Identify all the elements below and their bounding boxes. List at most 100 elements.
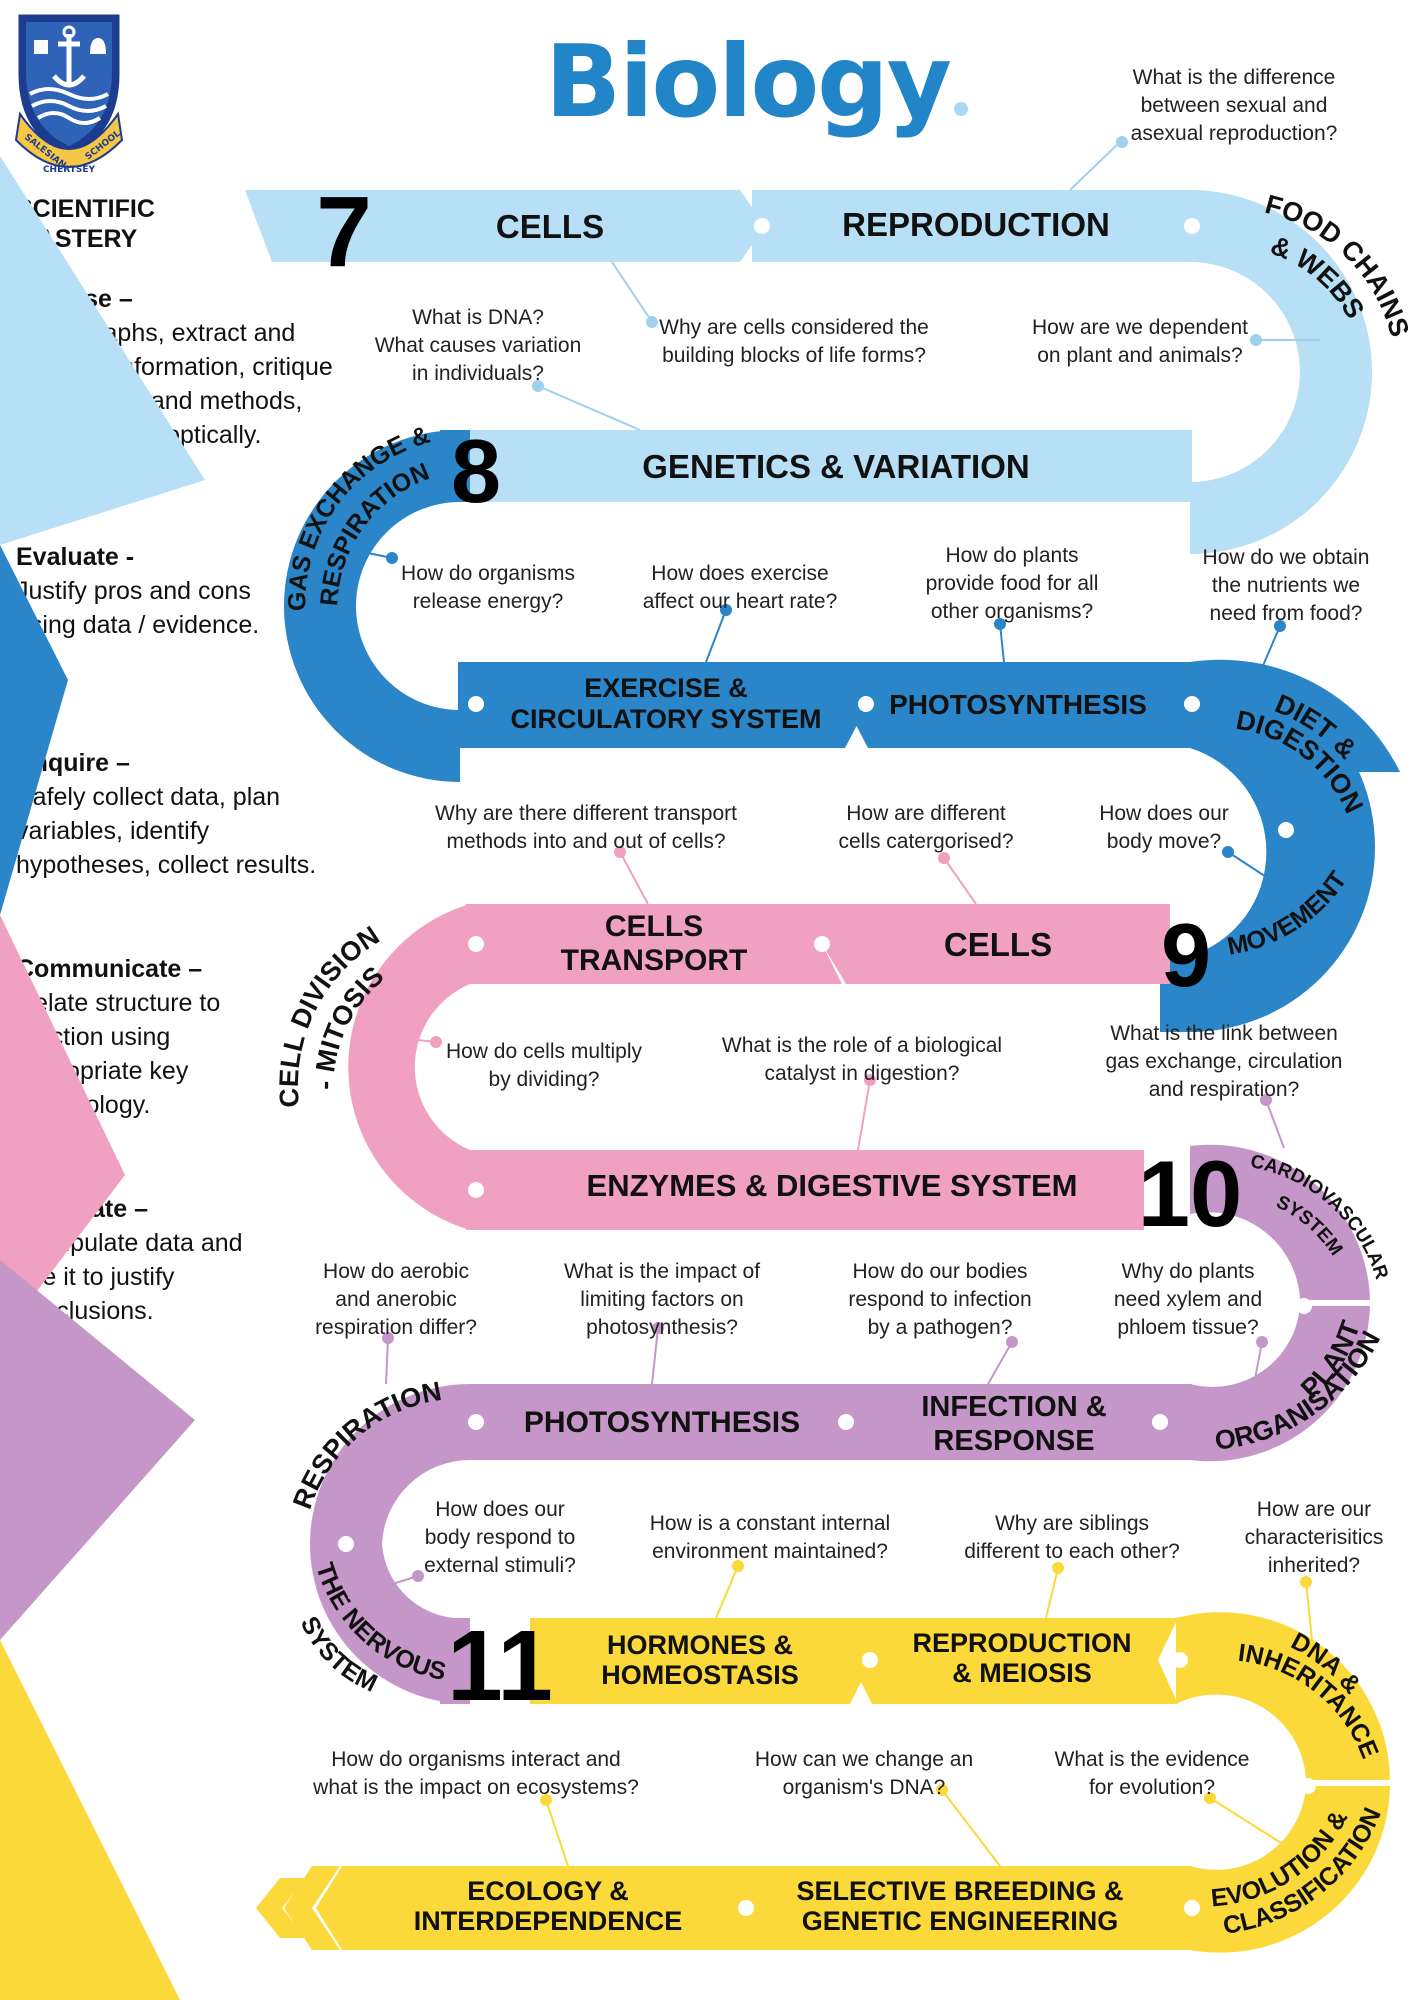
road-joints bbox=[338, 218, 1316, 1916]
leader bbox=[537, 385, 641, 431]
joint bbox=[338, 1536, 354, 1552]
q-line: respond to infection bbox=[848, 1288, 1031, 1311]
leader-dot bbox=[532, 380, 544, 392]
q-line: How do our bodies bbox=[852, 1260, 1027, 1283]
q-line: in individuals? bbox=[412, 362, 544, 385]
leader bbox=[1209, 1797, 1287, 1847]
leader-dot bbox=[864, 1074, 876, 1086]
joint bbox=[862, 1652, 878, 1668]
skill-title: Evaluate - bbox=[16, 543, 135, 571]
q-line: and respiration? bbox=[1149, 1078, 1300, 1101]
q-line: environment maintained? bbox=[652, 1540, 888, 1563]
q-line: What is DNA? bbox=[412, 306, 544, 329]
road-cell-division bbox=[348, 904, 470, 1230]
topic-hormones-2: HOMEOSTASIS bbox=[601, 1660, 799, 1690]
road-ecology bbox=[316, 1866, 768, 1950]
road-gas-exchange bbox=[284, 430, 460, 782]
q-line: affect our heart rate? bbox=[643, 590, 838, 613]
crest-anchor-ring bbox=[62, 25, 76, 39]
question-dots bbox=[382, 136, 1312, 1806]
topic-cells-transport: CELLS bbox=[605, 910, 703, 943]
joint bbox=[1278, 822, 1294, 838]
page-title: Biology bbox=[545, 22, 968, 142]
q-line: What causes variation bbox=[375, 334, 582, 357]
joint bbox=[468, 1414, 484, 1430]
road-cardio bbox=[1190, 1144, 1370, 1300]
leader-dot bbox=[1222, 846, 1234, 858]
q-line: How do aerobic bbox=[323, 1260, 469, 1283]
skill-body: Justify pros and cons using data / evide… bbox=[16, 577, 260, 639]
crest-tower bbox=[34, 40, 48, 54]
label-line: CIRCULATORY SYSTEM bbox=[510, 704, 821, 734]
leader-dot bbox=[382, 1332, 394, 1344]
skill-enquire: Enquire – Safely collect data, plan vari… bbox=[16, 746, 346, 952]
leader bbox=[715, 1565, 739, 1619]
decor-triangle-blue-dark bbox=[0, 545, 68, 915]
year-9: 9 bbox=[1161, 906, 1211, 1006]
q-line: Why do plants bbox=[1121, 1260, 1254, 1283]
leader bbox=[347, 1575, 419, 1599]
road-nervous-join bbox=[440, 1618, 470, 1704]
q-line: phloem tissue? bbox=[1117, 1316, 1258, 1339]
road-plant-org bbox=[1190, 1306, 1370, 1462]
leader bbox=[1045, 1567, 1059, 1619]
q-line: and anerobic bbox=[335, 1288, 456, 1311]
leader bbox=[941, 1789, 1001, 1867]
leader-dot bbox=[652, 1322, 664, 1334]
crest-bell bbox=[90, 38, 106, 54]
label-line: EXERCISE & bbox=[584, 673, 748, 703]
road-nervous bbox=[310, 1544, 470, 1704]
leader-dot bbox=[1274, 620, 1286, 632]
q-line: different to each other? bbox=[964, 1540, 1180, 1563]
q-line: How can we change an bbox=[755, 1748, 973, 1771]
joint bbox=[468, 1182, 484, 1198]
leader-dot bbox=[1006, 1336, 1018, 1348]
joint bbox=[858, 696, 874, 712]
question-exercise: How does exercise affect our heart rate? bbox=[643, 562, 838, 613]
leader bbox=[1265, 1099, 1285, 1149]
q-line: body move? bbox=[1107, 830, 1221, 853]
q-line: external stimuli? bbox=[424, 1554, 576, 1577]
topic-infection-2: RESPONSE bbox=[933, 1425, 1094, 1457]
q-line: How are different bbox=[846, 802, 1006, 825]
joint bbox=[1184, 1900, 1200, 1916]
joint bbox=[838, 1414, 854, 1430]
q-line: need xylem and bbox=[1114, 1288, 1262, 1311]
crest-ribbon bbox=[14, 111, 124, 168]
q-line: body respond to bbox=[425, 1526, 576, 1549]
leader bbox=[1069, 141, 1121, 191]
topic-repro-meiosis-2: & MEIOSIS bbox=[952, 1658, 1092, 1688]
topic-photosynthesis-10: PHOTOSYNTHESIS bbox=[524, 1406, 800, 1439]
q-line: respiration differ? bbox=[315, 1316, 477, 1339]
topic-cells-9: CELLS bbox=[944, 926, 1052, 963]
q-line: Why are cells considered the bbox=[659, 316, 929, 339]
q-line: How does exercise bbox=[651, 562, 828, 585]
skill-evaluate: Evaluate - Justify pros and cons using d… bbox=[16, 540, 346, 746]
leader bbox=[545, 1799, 569, 1867]
q-line: How do plants bbox=[945, 544, 1078, 567]
q-line: on plant and animals? bbox=[1037, 344, 1242, 367]
topic-repro-meiosis: REPRODUCTION bbox=[912, 1628, 1131, 1658]
road-cells9 bbox=[822, 904, 1170, 984]
question-dna: What is DNA? What causes variation in indi… bbox=[375, 306, 582, 385]
title-dot bbox=[953, 102, 968, 116]
leader-dot bbox=[994, 618, 1006, 630]
leader-dot bbox=[412, 1570, 424, 1582]
leader bbox=[857, 1079, 871, 1151]
road-hormones bbox=[530, 1618, 872, 1704]
leader bbox=[651, 1327, 659, 1385]
q-line: Why are there different transport bbox=[435, 802, 737, 825]
q-line: other organisms? bbox=[931, 600, 1093, 623]
q-line: between sexual and bbox=[1141, 94, 1328, 117]
q-line: How do cells multiply bbox=[446, 1040, 643, 1063]
year-10: 10 bbox=[1138, 1141, 1243, 1246]
joint bbox=[738, 1900, 754, 1916]
decor-triangle-pink bbox=[0, 915, 125, 1340]
